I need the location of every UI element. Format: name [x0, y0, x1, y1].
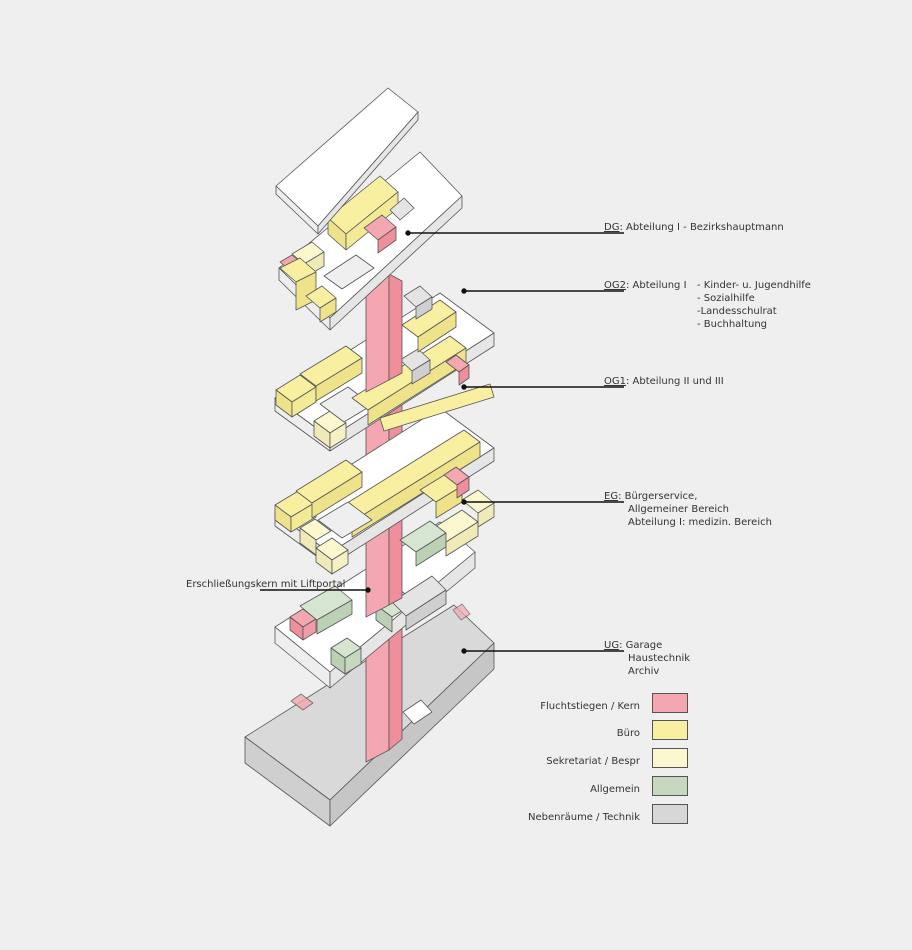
core-upper [365, 273, 403, 393]
legend-label-general: Allgemein [590, 784, 640, 795]
label-ug: UG: Garage [604, 640, 663, 651]
floor-og1-rooms-lower [274, 407, 495, 575]
label-core: Erschließungskern mit Liftportal [186, 579, 346, 590]
floor-og2-rooms [274, 292, 495, 452]
legend-swatch-technical [652, 804, 688, 824]
label-ug-item: Haustechnik [628, 653, 691, 664]
label-og1: OG1: Abteilung II und III [604, 376, 724, 387]
label-eg-item: Allgemeiner Bereich [628, 504, 730, 515]
label-og2-item: - Kinder- u. Jugendhilfe [697, 280, 811, 291]
label-eg: EG: Bürgerservice, [604, 491, 698, 502]
legend-label-secretariat: Sekretariat / Bespr [546, 756, 640, 767]
label-ug-item: Archiv [628, 666, 660, 677]
label-eg-item: Abteilung I: medizin. Bereich [628, 517, 772, 528]
legend-label-core: Fluchtstiegen / Kern [540, 701, 640, 712]
legend-swatch-general [652, 776, 688, 796]
floor-og2-top [401, 285, 457, 353]
floor-dg [278, 151, 463, 331]
label-og2-item: - Sozialhilfe [697, 293, 755, 304]
label-og2-item: -Landesschulrat [697, 306, 777, 317]
label-og2: OG2: Abteilung I [604, 280, 687, 291]
leader-lines [260, 230, 624, 654]
legend-swatch-core [652, 693, 688, 713]
legend-label-technical: Nebenräume / Technik [528, 812, 640, 823]
legend-swatch-secretariat [652, 748, 688, 768]
legend-label-office: Büro [616, 728, 640, 739]
label-dg: DG: Abteilung I - Bezirkshauptmann [604, 222, 784, 233]
roof-slab [275, 87, 419, 235]
legend-swatch-office [652, 720, 688, 740]
label-og2-item: - Buchhaltung [697, 319, 768, 330]
